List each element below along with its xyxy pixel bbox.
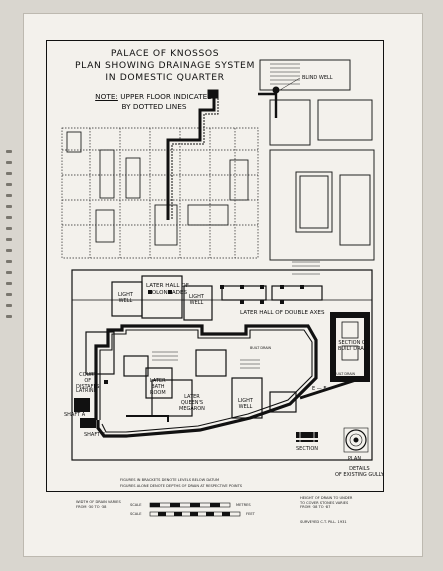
label-blind-well: BLIND WELL	[302, 75, 333, 81]
label-latrine: LATRINE	[76, 388, 97, 394]
section-detail	[296, 432, 318, 442]
drawing-frame	[46, 40, 384, 492]
label-later-hall-double-axes: LATER HALL OF DOUBLE AXES	[240, 310, 325, 316]
label-built-drain-right: BUILT DRAIN	[334, 372, 356, 376]
built-drain-section-detail	[330, 312, 370, 382]
note-block: NOTE: UPPER FLOOR INDICATED BY DOTTED LI…	[74, 92, 234, 112]
label-later-hall-colonnades: LATER HALL OF COLONNADES	[146, 283, 189, 296]
blind-well-marker	[272, 77, 301, 94]
label-built-drain-upper: BUILT DRAIN	[250, 346, 272, 350]
scale-unit-feet: FEET	[246, 512, 255, 516]
label-section: SECTION	[296, 446, 319, 452]
shafts	[74, 380, 108, 428]
scale-label-feet-bar: SCALE	[130, 512, 142, 516]
survey-credit: SURVEYED C.T. PILL. 1931	[300, 520, 347, 524]
column-bases	[148, 285, 304, 304]
label-shaft-b: SHAFT B	[84, 432, 106, 438]
gully-detail	[343, 427, 369, 453]
note-text-line-1: UPPER FLOOR INDICATED	[120, 92, 213, 101]
upper-wall-outlines	[61, 59, 375, 369]
upper-drain-ducts	[166, 89, 278, 220]
main-built-drain	[80, 324, 370, 438]
label-e-e: E — E	[312, 386, 327, 392]
plan-title: PALACE OF KNOSSOS PLAN SHOWING DRAINAGE …	[60, 48, 270, 84]
note-prefix: NOTE:	[95, 92, 118, 101]
edge-ruler-ticks	[6, 150, 14, 350]
title-line-3: IN DOMESTIC QUARTER	[105, 72, 225, 83]
label-shaft-a: SHAFT A	[64, 412, 86, 418]
footer-figures-line-2: FIGURES ALONE DENOTE DEPTHS OF DRAIN AT …	[120, 484, 243, 488]
footer-figures-line-1: FIGURES IN BRACKETS DENOTE LEVELS BELOW …	[120, 478, 220, 482]
label-plan: PLAN	[348, 456, 362, 462]
scale-unit-metres: METRES	[236, 503, 251, 507]
note-text-line-2: BY DOTTED LINES	[121, 102, 187, 111]
title-line-1: PALACE OF KNOSSOS	[110, 48, 220, 59]
title-line-2: PLAN SHOWING DRAINAGE SYSTEM	[75, 60, 255, 71]
scale-bars	[149, 502, 241, 517]
scale-label-metres-bar: SCALE	[130, 503, 142, 507]
